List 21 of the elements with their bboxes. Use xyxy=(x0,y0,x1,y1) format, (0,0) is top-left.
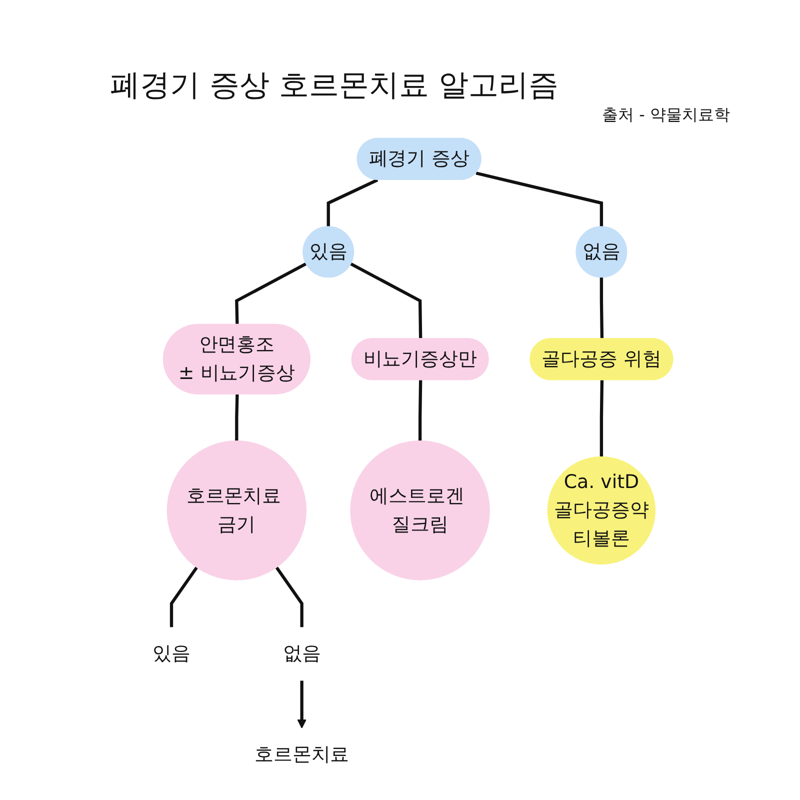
connector xyxy=(235,394,239,442)
connector xyxy=(170,566,198,628)
node-text: 없음 xyxy=(282,642,321,665)
diagram-title: 폐경기 증상 호르몬치료 알고리즘 xyxy=(110,67,559,105)
connector xyxy=(326,178,378,227)
node-circle: 호르몬치료 금기 xyxy=(166,440,307,580)
connector xyxy=(350,262,422,340)
connector xyxy=(418,380,422,442)
source-note: 출처 - 약물치료학 xyxy=(602,105,730,126)
node-circle: 없음 xyxy=(576,226,628,278)
node-text: 호르몬치료 xyxy=(254,744,350,766)
connector xyxy=(235,262,307,325)
node-circle: 에스트로겐 질크림 xyxy=(350,440,490,580)
node-circle: 있음 xyxy=(302,226,354,278)
connector xyxy=(600,277,604,340)
connector xyxy=(600,380,604,457)
node-circle: Ca. vitD 골다공증약 티볼론 xyxy=(547,456,656,565)
arrow xyxy=(297,680,306,728)
connector xyxy=(275,566,304,628)
node-text: 있음 xyxy=(152,642,190,665)
connector xyxy=(476,172,604,227)
